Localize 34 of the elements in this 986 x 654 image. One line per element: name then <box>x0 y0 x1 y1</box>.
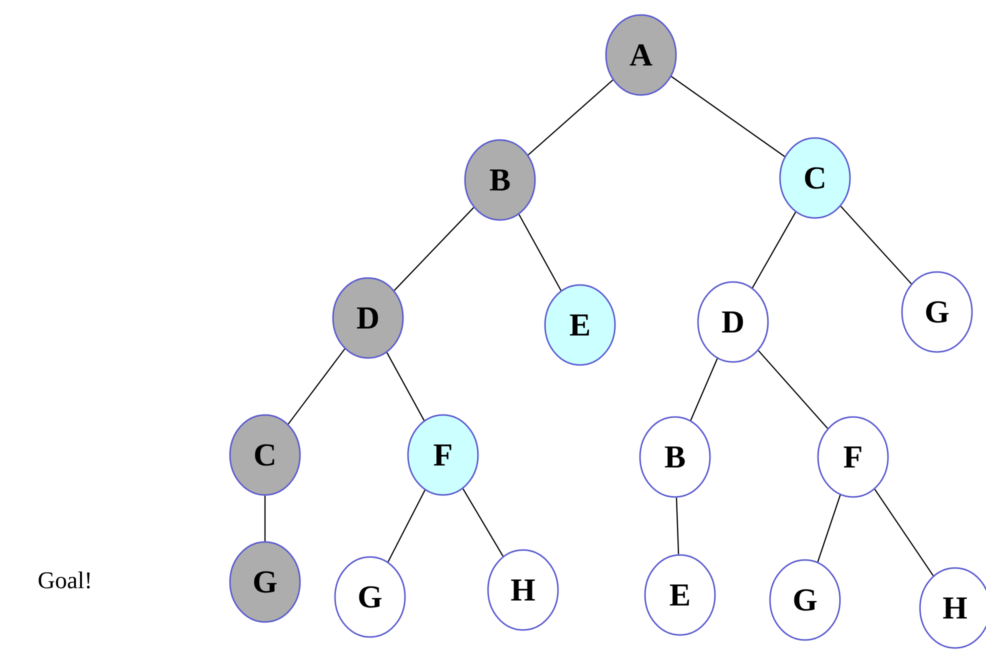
tree-edge <box>690 358 718 421</box>
tree-node: A <box>605 14 677 96</box>
tree-edge <box>264 496 266 542</box>
goal-label: Goal! <box>38 572 90 588</box>
tree-node: B <box>464 139 536 221</box>
tree-node: F <box>407 414 479 496</box>
tree-edge <box>817 494 841 562</box>
tree-edge <box>752 212 796 288</box>
tree-node: E <box>644 554 716 636</box>
tree-edge <box>758 350 828 429</box>
tree-node: H <box>487 549 559 631</box>
tree-node: G <box>334 556 406 638</box>
tree-node: C <box>229 414 301 496</box>
tree-edge <box>840 206 912 284</box>
tree-node: G <box>769 559 841 641</box>
tree-node: F <box>817 416 889 498</box>
tree-edge <box>518 214 562 291</box>
tree-edge <box>676 498 680 554</box>
tree-edge <box>671 76 785 157</box>
tree-node: E <box>544 284 616 366</box>
tree-edge <box>528 80 614 156</box>
tree-edge <box>288 348 346 424</box>
tree-edge <box>386 352 425 421</box>
tree-edge <box>462 488 504 557</box>
tree-node: C <box>779 137 851 219</box>
tree-edge <box>874 488 934 576</box>
tree-node: G <box>229 541 301 623</box>
tree-edge <box>394 207 474 291</box>
tree-node: D <box>697 281 769 363</box>
tree-node: D <box>332 277 404 359</box>
tree-node: B <box>639 416 711 498</box>
tree-node: H <box>919 567 986 649</box>
tree-node: G <box>901 271 973 353</box>
tree-edge <box>388 490 426 562</box>
